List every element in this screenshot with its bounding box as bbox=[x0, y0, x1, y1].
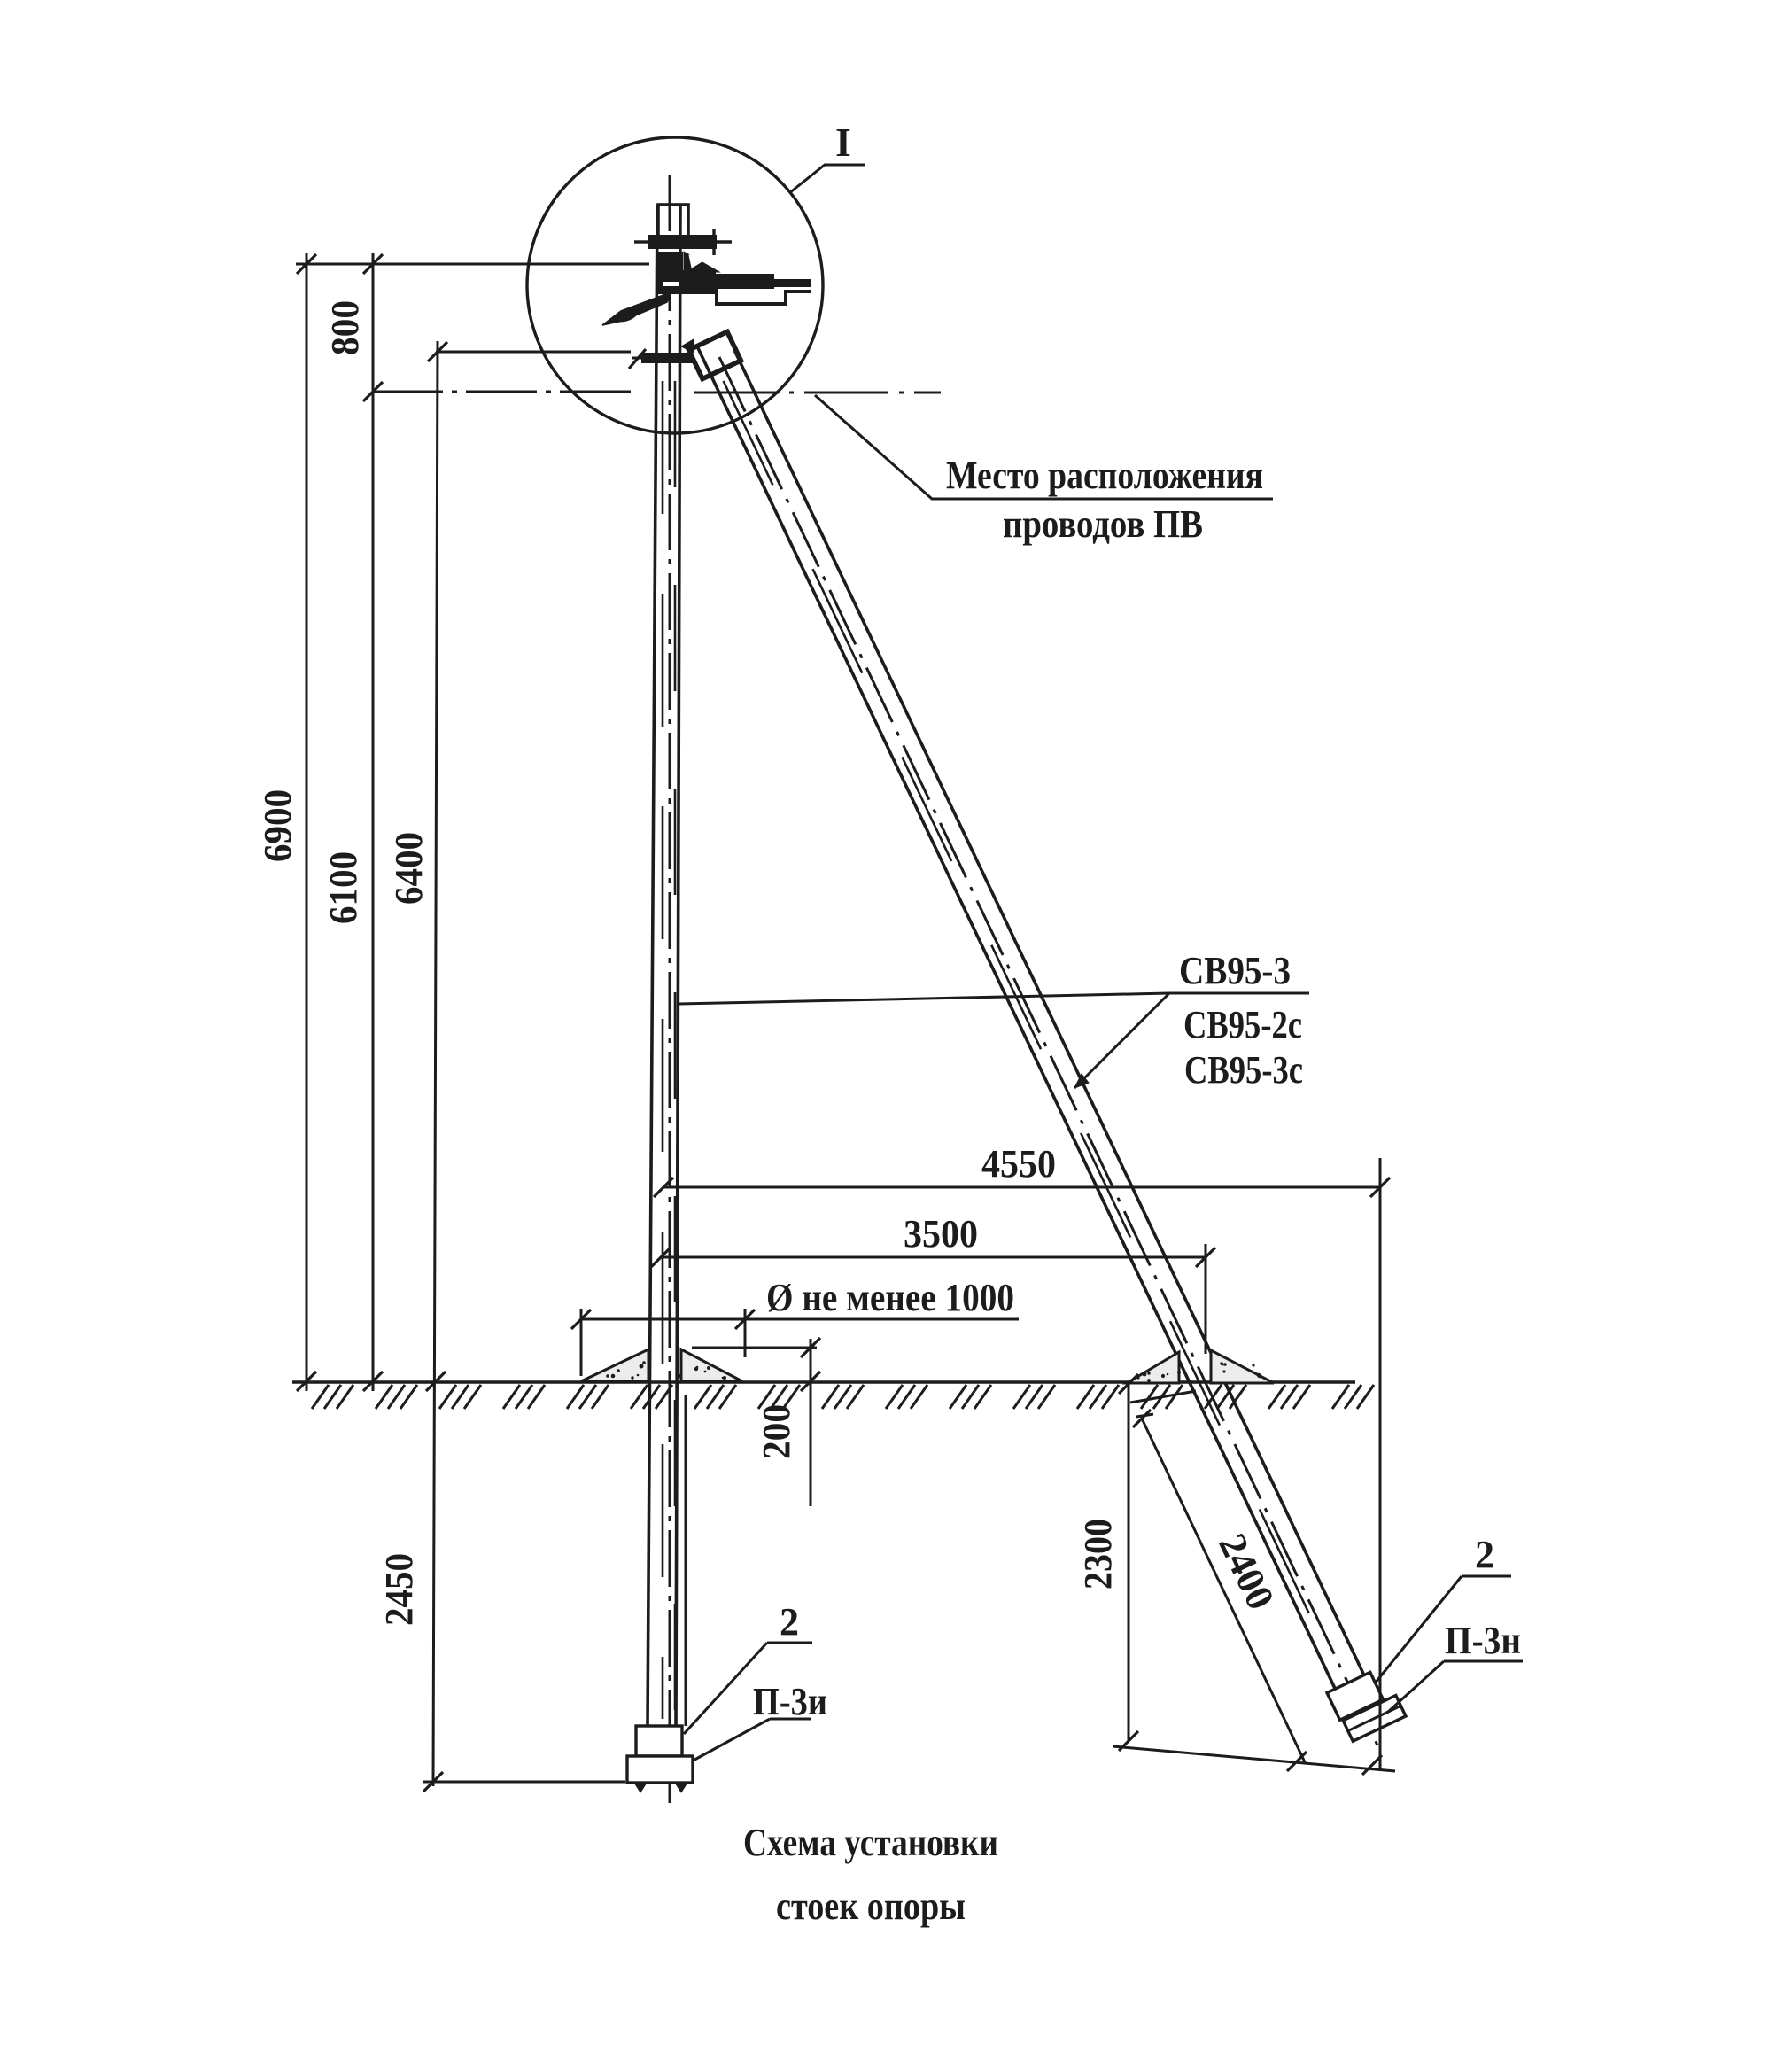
svg-text:Ø не менее 1000: Ø не менее 1000 bbox=[766, 1276, 1014, 1319]
svg-text:2450: 2450 bbox=[377, 1553, 421, 1626]
svg-text:Схема установки: Схема установки bbox=[743, 1821, 998, 1864]
svg-text:2: 2 bbox=[1475, 1533, 1494, 1576]
svg-text:200: 200 bbox=[755, 1404, 798, 1459]
svg-text:стоек опоры: стоек опоры bbox=[776, 1885, 966, 1928]
svg-text:Место расположения: Место расположения bbox=[946, 454, 1263, 497]
svg-text:6100: 6100 bbox=[322, 851, 365, 924]
svg-text:6400: 6400 bbox=[387, 832, 431, 905]
svg-text:СВ95-3с: СВ95-3с bbox=[1184, 1048, 1303, 1092]
svg-text:П-3н: П-3н bbox=[1445, 1619, 1521, 1662]
svg-text:проводов ПВ: проводов ПВ bbox=[1003, 502, 1203, 546]
svg-text:П-3и: П-3и bbox=[753, 1680, 827, 1723]
svg-text:4550: 4550 bbox=[981, 1142, 1056, 1185]
svg-text:I: I bbox=[835, 120, 851, 165]
svg-text:СВ95-2с: СВ95-2с bbox=[1183, 1003, 1302, 1046]
svg-text:СВ95-3: СВ95-3 bbox=[1179, 949, 1291, 992]
svg-text:800: 800 bbox=[323, 300, 367, 355]
svg-text:2: 2 bbox=[780, 1600, 799, 1644]
svg-text:3500: 3500 bbox=[904, 1212, 978, 1255]
svg-text:2300: 2300 bbox=[1076, 1519, 1120, 1590]
svg-text:6900: 6900 bbox=[256, 789, 299, 862]
